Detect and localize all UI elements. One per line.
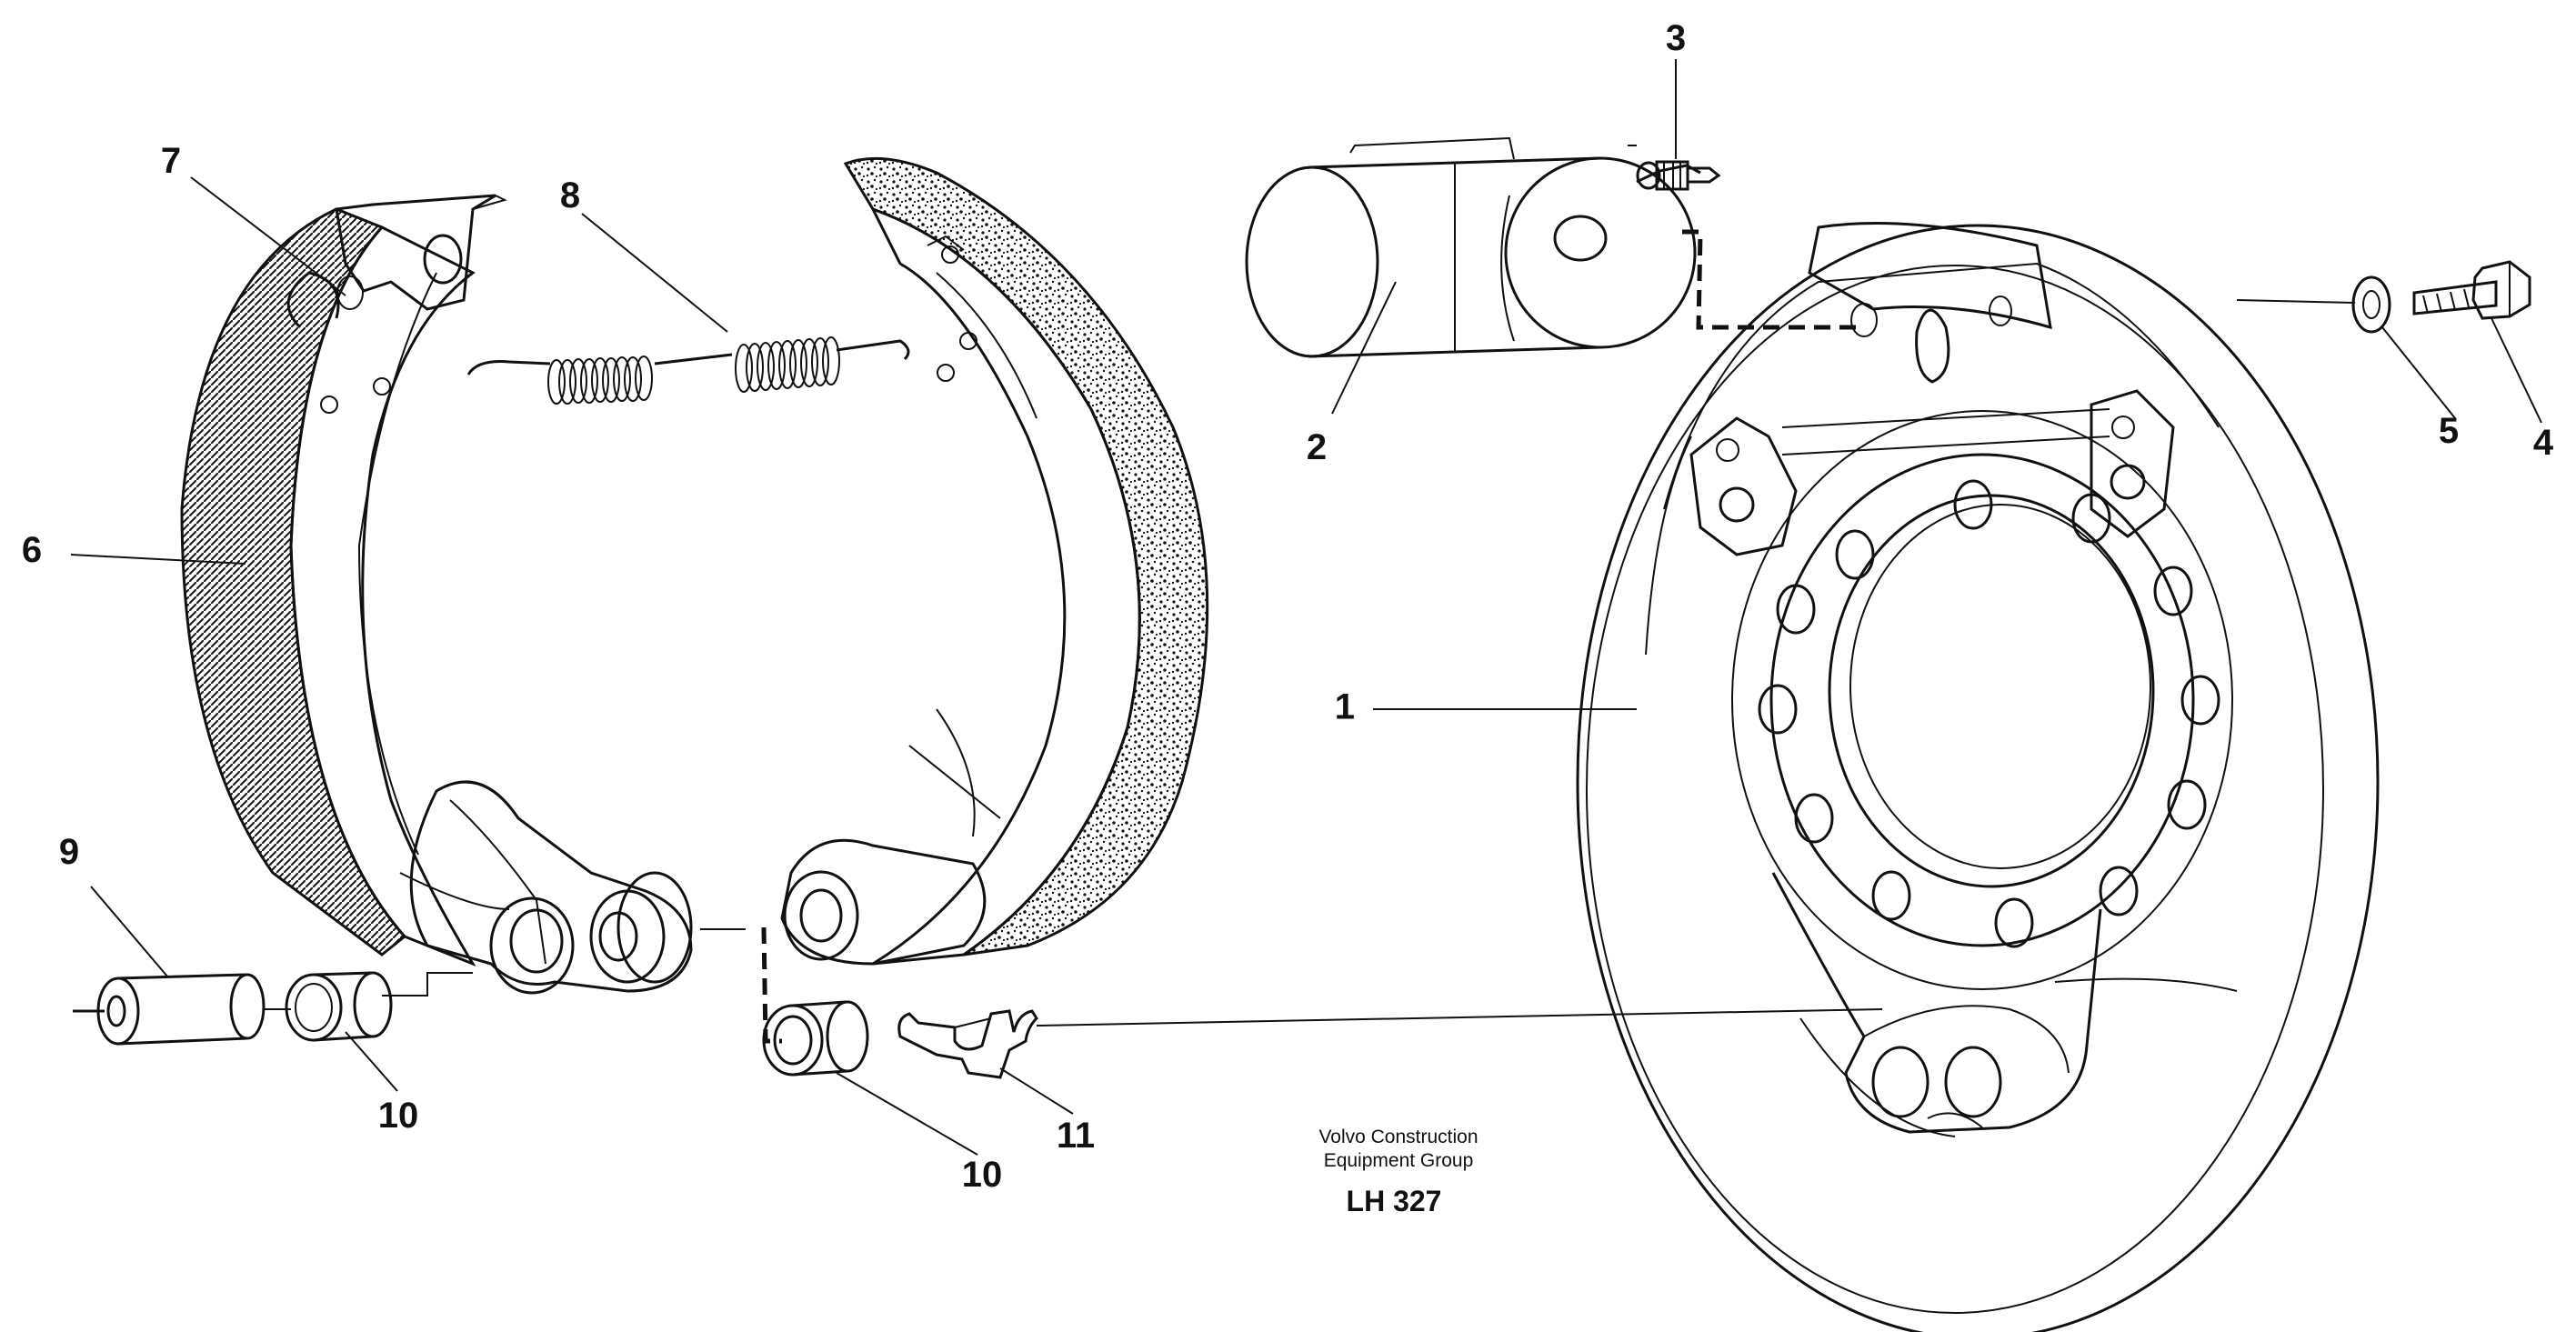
callout-2: 2 [1307, 427, 1327, 467]
bleeder-screw [1636, 160, 1721, 191]
return-spring [466, 336, 910, 405]
callout-6: 6 [22, 530, 42, 570]
bushing-left [285, 971, 393, 1042]
wheel-cylinder [1245, 136, 1697, 358]
washer [2351, 275, 2391, 334]
bolt [2412, 260, 2531, 320]
callout-8: 8 [560, 175, 580, 215]
caption-company-line2: Equipment Group [1324, 1150, 1474, 1171]
callout-4: 4 [2533, 423, 2554, 463]
callout-10-right: 10 [962, 1155, 1003, 1195]
brake-shoe-left [180, 194, 693, 995]
callout-7: 7 [161, 141, 181, 181]
callout-numbers: 1 2 3 4 5 6 7 8 9 10 10 11 [22, 18, 2554, 1195]
callout-5: 5 [2439, 411, 2459, 451]
callout-3: 3 [1666, 18, 1686, 58]
leader-lines [70, 59, 2542, 1156]
callout-11: 11 [1057, 1116, 1095, 1156]
callout-1: 1 [1335, 687, 1355, 727]
assembly-lines [264, 145, 2356, 1044]
anchor-pin [73, 973, 266, 1046]
backing-plate [1576, 222, 2380, 1332]
callout-9: 9 [59, 832, 79, 872]
caption: Volvo Construction Equipment Group LH 32… [1318, 1127, 1478, 1217]
callout-10-left: 10 [378, 1096, 419, 1136]
brake-shoe-right [780, 156, 1209, 966]
caption-drawing-code: LH 327 [1347, 1185, 1442, 1217]
retainer-clip [897, 1009, 1038, 1079]
bushing-right [762, 1000, 869, 1077]
bolt-holes [1758, 479, 2220, 948]
caption-company-line1: Volvo Construction [1318, 1127, 1478, 1147]
